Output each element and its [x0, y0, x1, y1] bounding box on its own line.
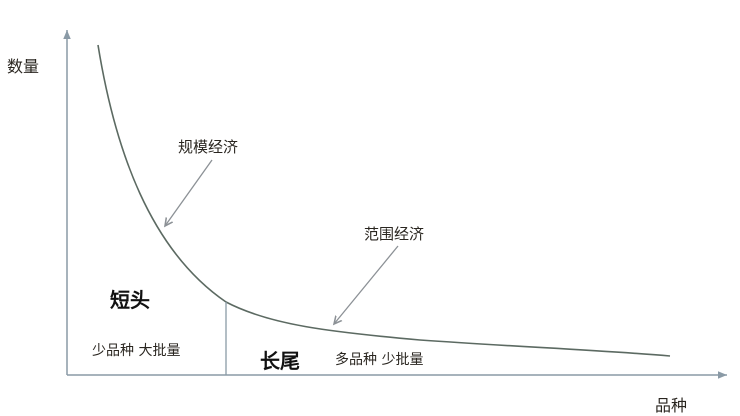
x-axis-label: 品种 [655, 396, 688, 415]
long-tail-curve [97, 44, 671, 357]
scale-arrow [165, 159, 213, 226]
scope-arrow [334, 245, 399, 324]
tail-subtitle: 多品种 少批量 [335, 352, 424, 368]
y-axis-label: 数量 [7, 57, 40, 76]
head-subtitle: 少品种 大批量 [92, 343, 181, 359]
head-title: 短头 [110, 288, 150, 312]
tail-title: 长尾 [260, 349, 300, 373]
economies-of-scale-label: 规模经济 [178, 138, 239, 156]
economies-of-scope-label: 范围经济 [364, 225, 425, 243]
